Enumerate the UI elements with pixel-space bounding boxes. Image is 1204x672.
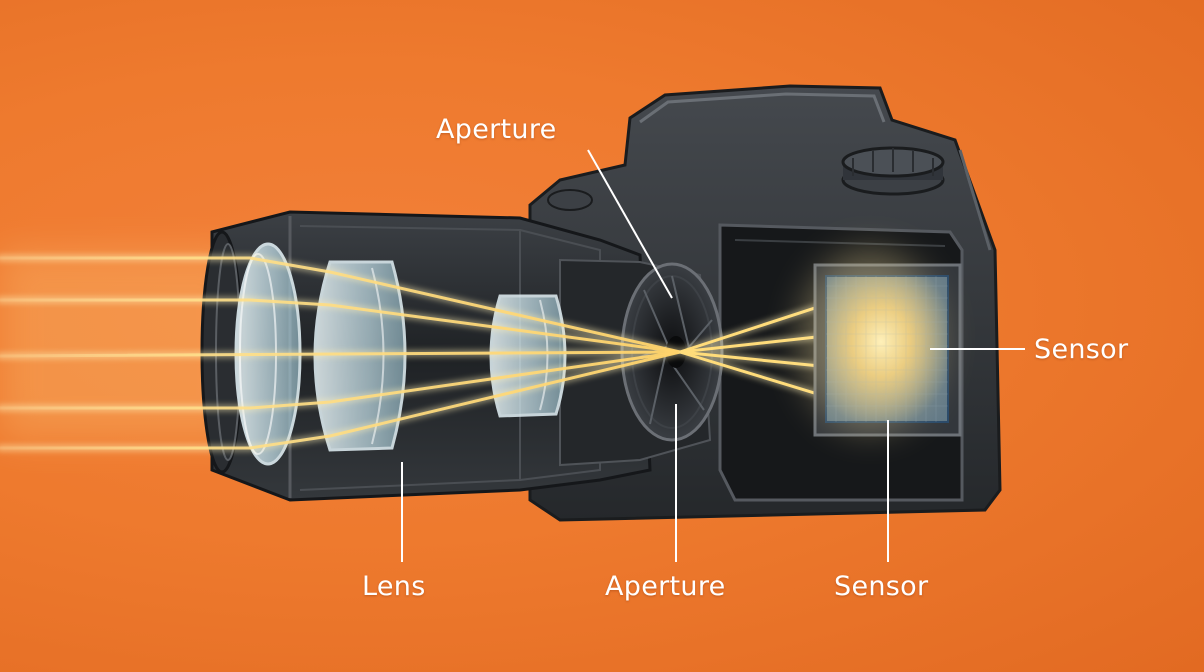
sensor-label-right: Sensor <box>1034 334 1128 365</box>
mode-dial <box>843 148 943 194</box>
lens-label: Lens <box>362 571 426 602</box>
sensor-label-bottom: Sensor <box>834 571 928 602</box>
aperture-label-bottom: Aperture <box>605 571 726 602</box>
aperture-label-top: Aperture <box>436 114 557 145</box>
shutter-button <box>548 190 592 210</box>
image-sensor <box>800 250 960 435</box>
